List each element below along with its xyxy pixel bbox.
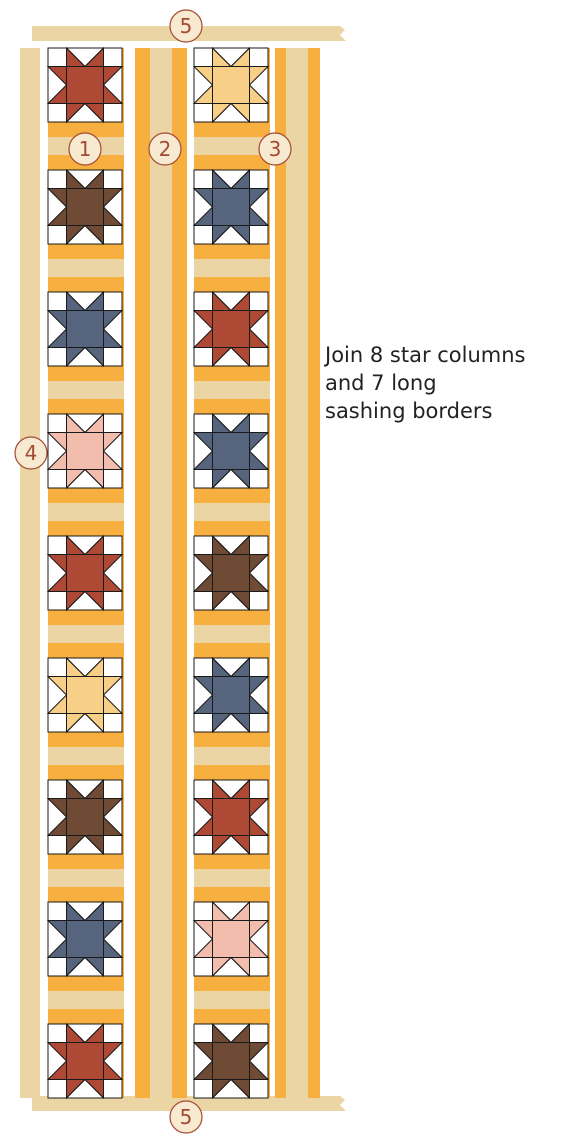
top-border-callout: 5 (170, 10, 202, 42)
short-sashing (194, 869, 270, 887)
callout-number: 4 (25, 441, 38, 465)
short-sashing (194, 625, 270, 643)
star-block-left-9-rust (48, 1024, 122, 1098)
star-block-left-1-rust (48, 48, 122, 122)
star-block-right-9-brown (194, 1024, 268, 1098)
star-block-right-5-brown (194, 536, 268, 610)
star-block-right-4-slate (194, 414, 268, 488)
star-block-right-3-rust (194, 292, 268, 366)
middle-long-sashing-2 (150, 48, 172, 1098)
short-sashing (48, 503, 124, 521)
star-block-right-7-rust (194, 780, 268, 854)
star-block-left-3-slate (48, 292, 122, 366)
instruction-text: Join 8 star columns and 7 long sashing b… (325, 341, 575, 425)
callout-number: 5 (180, 1105, 193, 1129)
right-long-sashing-3 (286, 48, 308, 1098)
side-sashing-callout: 4 (15, 437, 47, 469)
callout-number: 5 (180, 14, 193, 38)
star-block-right-6-slate (194, 658, 268, 732)
short-sashing (194, 381, 270, 399)
star-block-left-4-pink (48, 414, 122, 488)
short-sashing (48, 259, 124, 277)
star-block-left-2-brown (48, 170, 122, 244)
orange-sashing-callout: 3 (259, 133, 291, 165)
short-sashing (48, 747, 124, 765)
short-sashing (194, 137, 270, 155)
long-sashing-callout: 2 (149, 133, 181, 165)
short-sashing (48, 991, 124, 1009)
star-block-right-1-gold (194, 48, 268, 122)
short-sashing (194, 503, 270, 521)
star-block-left-7-brown (48, 780, 122, 854)
short-sashing (48, 381, 124, 399)
star-block-right-8-pink (194, 902, 268, 976)
short-sashing (194, 991, 270, 1009)
callout-number: 2 (159, 137, 172, 161)
star-block-right-2-slate (194, 170, 268, 244)
short-sashing-callout: 1 (69, 133, 101, 165)
callout-number: 1 (79, 137, 92, 161)
bottom-border-callout: 5 (170, 1101, 202, 1133)
left-long-sashing-4 (20, 48, 40, 1098)
short-sashing (48, 869, 124, 887)
callout-number: 3 (269, 137, 282, 161)
short-sashing (48, 625, 124, 643)
star-block-left-5-rust (48, 536, 122, 610)
short-sashing (194, 259, 270, 277)
star-block-left-8-slate (48, 902, 122, 976)
short-sashing (194, 747, 270, 765)
star-block-left-6-gold (48, 658, 122, 732)
